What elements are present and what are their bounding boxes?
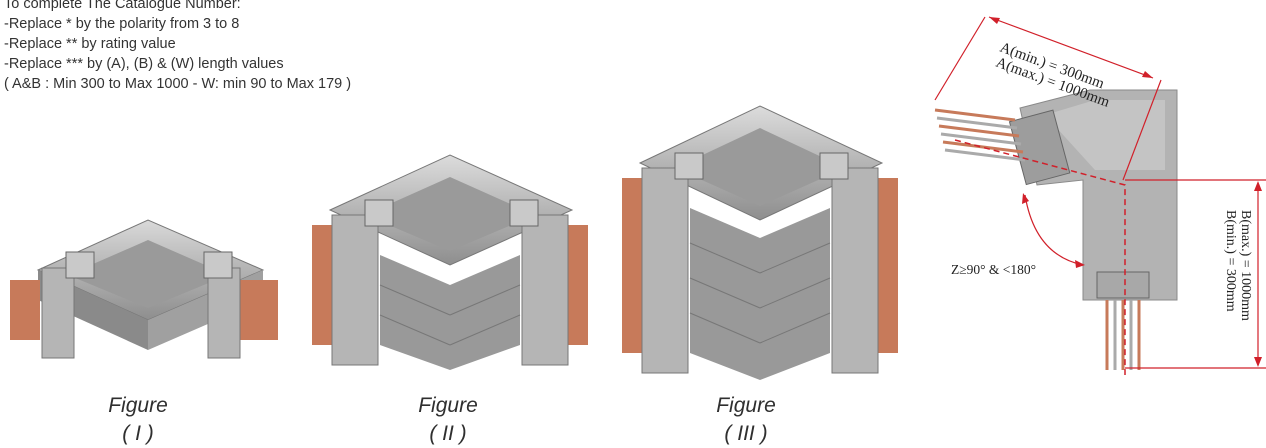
- figure-2-caption: Figure ( II ): [378, 392, 518, 448]
- figure-3-elbow-image: [622, 105, 898, 380]
- figure-2-elbow-image: [312, 154, 588, 370]
- bottom-joint-block: [1096, 271, 1150, 299]
- instruction-line: -Replace *** by (A), (B) & (W) length va…: [4, 56, 284, 72]
- dim-b-arrow-start: [1254, 181, 1262, 191]
- figure-1-elbow-image: [10, 219, 278, 359]
- instructions-heading: To complete The Catalogue Number:: [4, 0, 241, 12]
- angle-arrow-end: [1075, 260, 1085, 268]
- elbow-dimension-diagram: A(min.) = 300mm A(max.) = 1000mm B(min.)…: [934, 16, 1266, 375]
- figure-word: Figure: [716, 394, 776, 417]
- angle-arrow-start: [1022, 193, 1029, 204]
- instruction-line: ( A&B : Min 300 to Max 1000 - W: min 90 …: [4, 76, 352, 92]
- centerline: [954, 139, 1126, 375]
- left-bus-bars: [934, 108, 1026, 162]
- dim-a-ext-left: [934, 16, 986, 101]
- dim-a-arrow-start: [989, 17, 1000, 24]
- angle-arc: [1024, 194, 1084, 266]
- figure-word: Figure: [418, 394, 478, 417]
- dim-a-arrow-end: [1142, 71, 1153, 78]
- instruction-line: -Replace ** by rating value: [4, 36, 176, 52]
- figure-3-caption: Figure ( III ): [676, 392, 816, 448]
- dim-b-arrow-end: [1254, 357, 1262, 367]
- catalogue-instructions: To complete The Catalogue Number: -Repla…: [4, 0, 524, 94]
- dim-b-max-label: B(max.) = 1000mm: [1238, 210, 1253, 321]
- elbow-top-face: [1045, 100, 1165, 170]
- angle-label: Z≥90° & <180°: [951, 262, 1036, 277]
- figure-numeral: ( I ): [122, 422, 154, 445]
- figure-word: Figure: [108, 394, 168, 417]
- bottom-bus-bars: [1105, 300, 1141, 370]
- dim-a-ext-right: [1122, 79, 1162, 181]
- dim-a-line: [988, 16, 1154, 79]
- instruction-line: -Replace * by the polarity from 3 to 8: [4, 16, 240, 32]
- figure-1-caption: Figure ( I ): [68, 392, 208, 448]
- dim-b-min-label: B(min.) = 300mm: [1223, 210, 1238, 312]
- figure-numeral: ( III ): [724, 422, 768, 445]
- figure-numeral: ( II ): [429, 422, 467, 445]
